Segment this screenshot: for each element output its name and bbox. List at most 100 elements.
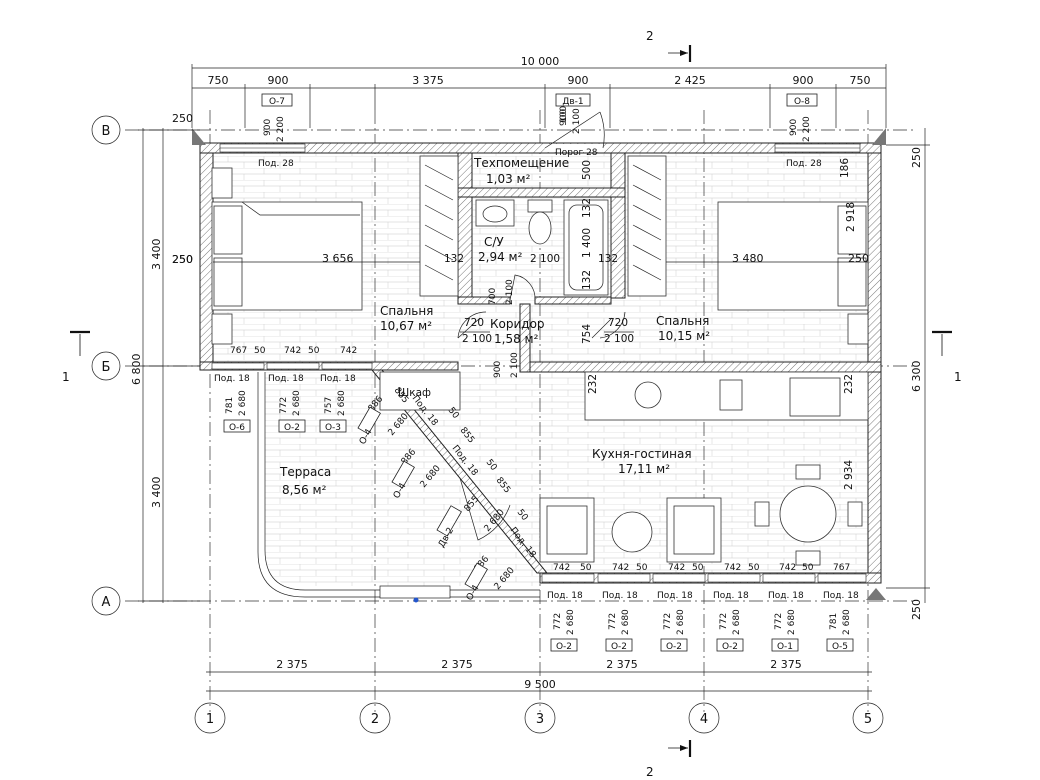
svg-text:900: 900 — [793, 74, 814, 87]
dims-top: 10 000 750 900 3 375 900 2 425 900 750 — [191, 55, 887, 128]
svg-text:Под. 18: Под. 18 — [214, 374, 250, 384]
svg-text:2 100: 2 100 — [510, 352, 520, 378]
svg-text:132: 132 — [444, 253, 464, 265]
svg-text:500: 500 — [581, 160, 593, 180]
terrace-opening-1: Под. 18 781 2 680 О-6 — [214, 374, 251, 433]
svg-text:2 100: 2 100 — [572, 108, 582, 134]
svg-text:742: 742 — [724, 563, 741, 573]
svg-text:720: 720 — [464, 317, 484, 329]
svg-text:О-8: О-8 — [794, 97, 810, 107]
bottom-opening-2: Под. 18 772 2 680 О-2 — [602, 591, 638, 652]
svg-text:Под. 18: Под. 18 — [768, 591, 804, 601]
svg-text:900: 900 — [268, 74, 289, 87]
svg-text:10,15 м²: 10,15 м² — [658, 329, 710, 343]
svg-text:2 200: 2 200 — [802, 116, 812, 142]
svg-text:772: 772 — [279, 397, 289, 414]
terrace-opening-2: Под. 18 772 2 680 О-2 — [268, 374, 306, 433]
svg-text:772: 772 — [553, 613, 563, 630]
terrace-door-swing — [459, 477, 511, 541]
svg-text:50: 50 — [802, 563, 814, 573]
svg-text:232: 232 — [843, 374, 855, 394]
svg-text:2: 2 — [646, 765, 654, 779]
svg-text:250: 250 — [172, 112, 193, 125]
svg-text:2: 2 — [646, 29, 654, 43]
svg-text:1,03 м²: 1,03 м² — [486, 172, 531, 186]
kitchen-counter — [584, 371, 869, 421]
room-tech: Техпомещение 1,03 м² — [473, 156, 569, 186]
svg-text:250: 250 — [910, 599, 923, 620]
dims-bottom: 2 375 2 375 2 375 2 375 9 500 — [206, 658, 872, 692]
svg-text:О-4: О-4 — [465, 583, 482, 602]
svg-text:742: 742 — [284, 346, 301, 356]
svg-text:17,11 м²: 17,11 м² — [618, 462, 670, 476]
opening-tag-dv1: Дв-1 900 2 100 Порог 28 — [555, 93, 598, 158]
svg-text:О-7: О-7 — [269, 97, 285, 107]
svg-text:Б: Б — [102, 360, 111, 375]
svg-text:2 680: 2 680 — [787, 609, 797, 635]
svg-text:6 800: 6 800 — [130, 354, 143, 386]
bottom-opening-5: Под. 18 772 2 680 О-1 — [768, 591, 804, 652]
svg-text:2 375: 2 375 — [441, 658, 473, 671]
svg-text:132: 132 — [598, 253, 618, 265]
svg-text:1: 1 — [62, 370, 70, 384]
svg-text:232: 232 — [587, 374, 599, 394]
room-bedroom1: Спальня 10,67 м² — [380, 304, 433, 333]
svg-text:132: 132 — [581, 270, 593, 290]
svg-text:50: 50 — [692, 563, 704, 573]
terrace-outline — [264, 372, 540, 591]
svg-text:Под. 18: Под. 18 — [713, 591, 749, 601]
svg-text:781: 781 — [829, 613, 839, 630]
axis-bubble-v: В — [91, 115, 121, 145]
inner-dims: 3 656 3 480 250 250 2 100 132 132 1 400 … — [172, 106, 869, 490]
bottom-segment-labels: 742 50 742 50 742 50 742 50 742 50 767 — [553, 563, 850, 573]
svg-text:О-3: О-3 — [325, 423, 341, 433]
svg-text:О-1: О-1 — [777, 642, 793, 652]
dims-right: 250 6 300 250 — [886, 128, 930, 620]
axis-bubble-2: 2 — [359, 702, 391, 734]
svg-text:50: 50 — [254, 346, 266, 356]
svg-text:Коридор: Коридор — [490, 317, 545, 331]
svg-text:1 400: 1 400 — [581, 228, 593, 258]
svg-text:100: 100 — [559, 106, 569, 123]
svg-text:Порог 28: Порог 28 — [555, 148, 598, 158]
window-strips-bottom — [211, 362, 867, 583]
axis-bubble-3: 3 — [524, 702, 556, 734]
svg-text:Спальня: Спальня — [656, 314, 709, 328]
svg-text:С/У: С/У — [484, 235, 504, 249]
svg-text:2 100: 2 100 — [604, 333, 634, 345]
inner-doors — [457, 274, 626, 339]
svg-text:250: 250 — [910, 147, 923, 168]
window-strips-top — [219, 111, 861, 153]
room-bedroom2: Спальня 10,15 м² — [656, 314, 710, 343]
svg-text:А: А — [102, 595, 111, 610]
svg-text:900: 900 — [559, 109, 569, 126]
corridor-floor — [458, 300, 625, 363]
svg-text:Под. 28: Под. 28 — [786, 159, 822, 169]
svg-text:250: 250 — [848, 252, 869, 265]
svg-text:50: 50 — [580, 563, 592, 573]
svg-text:5: 5 — [864, 712, 872, 727]
svg-text:2 680: 2 680 — [732, 609, 742, 635]
svg-text:2 375: 2 375 — [770, 658, 802, 671]
axis-bubble-5: 5 — [852, 702, 884, 734]
opening-tag-o8: О-8 900 2 200 Под. 28 — [786, 93, 822, 169]
svg-text:6 300: 6 300 — [910, 361, 923, 393]
svg-text:2: 2 — [371, 712, 379, 727]
svg-text:10 000: 10 000 — [521, 55, 560, 68]
svg-text:3 656: 3 656 — [322, 252, 354, 265]
svg-text:2 680: 2 680 — [621, 609, 631, 635]
svg-text:4: 4 — [700, 712, 708, 727]
svg-text:1: 1 — [954, 370, 962, 384]
room-corridor: Коридор 1,58 м² — [490, 317, 545, 346]
svg-text:2,94 м²: 2,94 м² — [478, 250, 523, 264]
svg-text:Под. 18: Под. 18 — [547, 591, 583, 601]
svg-text:9 500: 9 500 — [524, 678, 556, 691]
svg-text:742: 742 — [668, 563, 685, 573]
section-mark-bottom: 2 — [646, 740, 692, 779]
svg-text:767: 767 — [230, 346, 247, 356]
room-wc: С/У 2,94 м² — [478, 235, 523, 264]
svg-text:3 480: 3 480 — [732, 252, 764, 265]
svg-text:772: 772 — [719, 613, 729, 630]
coffee-table — [611, 511, 653, 553]
svg-text:2 375: 2 375 — [606, 658, 638, 671]
